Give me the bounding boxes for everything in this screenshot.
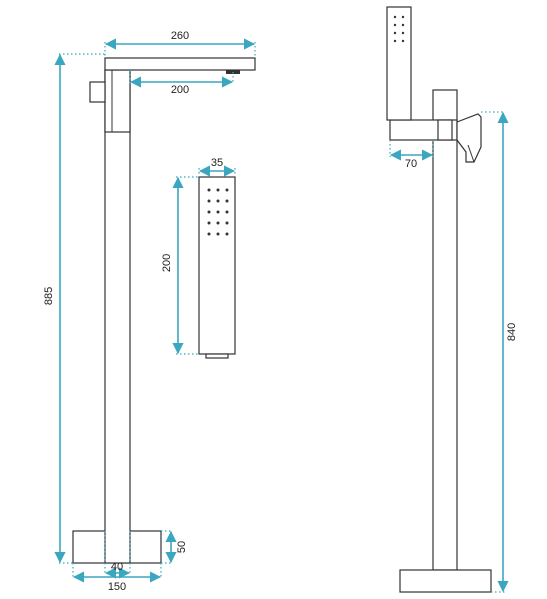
shower-head-detail: 35 200 xyxy=(161,157,236,359)
label-35: 35 xyxy=(211,157,223,169)
side-valve-cap xyxy=(437,119,453,141)
label-840: 840 xyxy=(506,323,518,341)
side-column xyxy=(432,89,458,571)
shower-nozzles xyxy=(207,188,229,236)
front-column xyxy=(104,69,131,564)
shower-head-connector xyxy=(205,353,229,359)
side-lever xyxy=(456,113,482,163)
front-valve-body xyxy=(104,69,131,133)
label-200-reach: 200 xyxy=(171,84,189,96)
front-view: 260 200 885 50 40 150 xyxy=(43,30,256,593)
side-nozzles xyxy=(393,15,405,43)
side-lever-detail xyxy=(467,144,475,163)
label-200-length: 200 xyxy=(161,254,173,272)
front-handle xyxy=(89,81,106,103)
label-50: 50 xyxy=(176,541,188,553)
label-885: 885 xyxy=(43,287,55,305)
side-view: 70 840 xyxy=(386,6,518,593)
front-spout xyxy=(104,57,256,71)
label-70: 70 xyxy=(405,158,417,170)
side-hand-shower xyxy=(386,6,412,121)
label-260: 260 xyxy=(171,30,189,42)
side-base xyxy=(399,569,492,593)
label-40: 40 xyxy=(111,561,123,573)
label-150: 150 xyxy=(108,581,126,593)
shower-head-body xyxy=(198,176,236,355)
